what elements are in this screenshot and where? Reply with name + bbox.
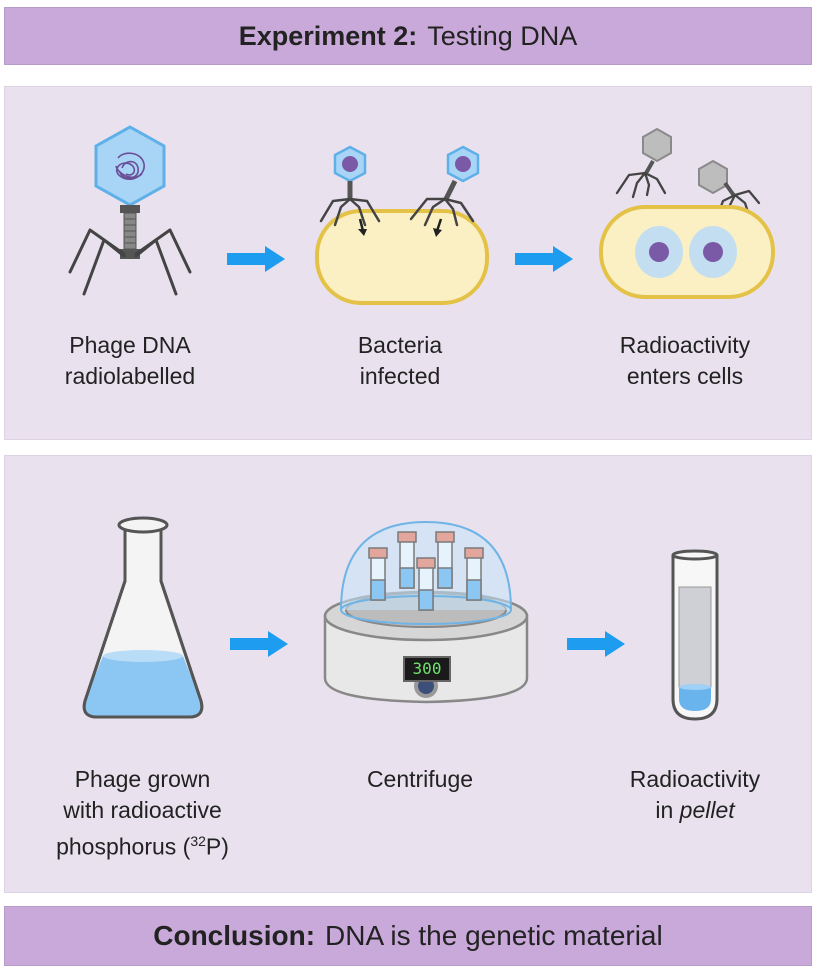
panel-infection: Phage DNA radiolabelled Bacteria infecte… (4, 86, 812, 440)
label-line: with radioactive (63, 797, 222, 823)
label-text: phosphorus ( (56, 833, 191, 860)
label-line: phosphorus (32P) (25, 826, 260, 863)
title-text: Testing DNA (427, 20, 578, 51)
label-line: Centrifuge (366, 766, 474, 792)
label-line: Radioactivity (629, 766, 761, 792)
label-line: Phage DNA (69, 332, 191, 358)
conclusion-bold: Conclusion: (153, 920, 316, 951)
label-text: P) (205, 833, 229, 860)
arrow-icon (567, 631, 625, 657)
label-line: Phage grown (74, 766, 211, 792)
conclusion-banner: Conclusion: DNA is the genetic material (4, 906, 812, 966)
phage-icon (68, 125, 192, 296)
label-line: Radioactivity (619, 332, 751, 358)
label-line: Bacteria (357, 332, 443, 358)
step-label-phage-dna: Phage DNA radiolabelled (35, 330, 225, 392)
arrow-icon (227, 246, 285, 272)
step-label-centrifuge: Centrifuge (315, 764, 525, 795)
arrow-icon (230, 631, 288, 657)
pellet-emphasis: pellet (679, 797, 735, 823)
title-bold: Experiment 2: (238, 20, 418, 51)
label-line: in pellet (585, 795, 805, 826)
step-label-radioactivity-enters: Radioactivity enters cells (575, 330, 795, 392)
step-label-bacteria-infected: Bacteria infected (305, 330, 495, 392)
label-line: enters cells (626, 363, 744, 389)
test-tube-icon (671, 549, 719, 721)
step-label-phage-grown: Phage grown with radioactive phosphorus … (25, 764, 260, 863)
bacterium-infected-icon (315, 145, 489, 305)
arrow-icon (515, 246, 573, 272)
title-banner: Experiment 2: Testing DNA (4, 7, 812, 65)
isotope-superscript: 32 (190, 833, 206, 849)
label-text: in (655, 797, 680, 823)
panel-separation: Phage grown with radioactive phosphorus … (4, 455, 812, 893)
centrifuge-display: 300 (403, 656, 451, 682)
step-label-pellet: Radioactivity in pellet (585, 764, 805, 826)
label-line: infected (359, 363, 441, 389)
bacterium-labelled-dna-icon (599, 127, 775, 299)
label-line: radiolabelled (64, 363, 196, 389)
flask-icon (82, 516, 204, 719)
conclusion-text: DNA is the genetic material (325, 920, 663, 951)
